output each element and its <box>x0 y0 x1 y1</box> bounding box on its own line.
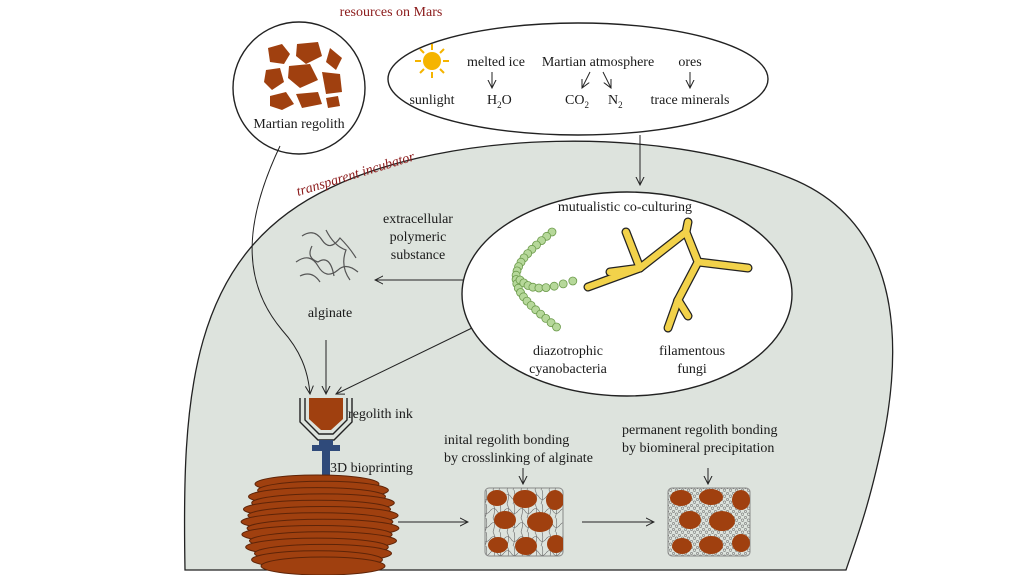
regolith-ink-label: regolith ink <box>348 407 413 422</box>
alginate-label: alginate <box>308 306 352 321</box>
eps-label-3: substance <box>391 248 445 263</box>
printed-structure <box>240 474 400 575</box>
diagram-title: resources on Mars <box>340 5 443 20</box>
resources-ellipse <box>387 22 769 136</box>
fungi-label-1: filamentous <box>659 344 725 359</box>
cyanobacteria-cell <box>549 281 559 291</box>
melted-ice-label: melted ice <box>467 55 525 70</box>
cyanobacteria-cell <box>541 283 551 293</box>
co2-label: CO2 <box>565 93 589 110</box>
cyanobacteria-cell <box>552 322 561 332</box>
trace-minerals-label: trace minerals <box>651 93 730 108</box>
regolith-label: Martian regolith <box>253 117 344 132</box>
cyanobacteria-label-2: cyanobacteria <box>529 362 608 377</box>
sunlight-label: sunlight <box>409 93 454 108</box>
regolith-grains <box>264 42 342 110</box>
initial-bonding-label-2: by crosslinking of alginate <box>444 451 593 466</box>
water-label: H2O <box>487 93 512 110</box>
print-layer <box>260 556 386 575</box>
flow-arrows <box>251 135 708 522</box>
martian-atmosphere-label: Martian atmosphere <box>542 55 654 70</box>
eps-label-1: extracellular <box>383 212 453 227</box>
coculture-ellipse <box>461 191 793 397</box>
n2-label: N2 <box>608 93 623 110</box>
permanent-bonding-label-2: by biomineral precipitation <box>622 441 774 456</box>
sun-icon <box>415 44 449 78</box>
cyanobacteria-cell <box>568 276 578 286</box>
cyanobacteria-chain <box>511 227 578 332</box>
coculture-title: mutualistic co-culturing <box>558 200 692 215</box>
ores-label: ores <box>678 55 701 70</box>
alginate-fibers-icon <box>295 229 359 283</box>
cyanobacteria-label-1: diazotrophic <box>533 344 603 359</box>
permanent-bonding-square <box>667 487 751 557</box>
permanent-bonding-label-1: permanent regolith bonding <box>622 423 778 438</box>
cyanobacteria-cell <box>558 279 568 289</box>
bioprinting-label: 3D bioprinting <box>330 461 413 476</box>
fungi-hyphae <box>583 217 753 333</box>
fungi-label-2: fungi <box>677 362 707 377</box>
eps-label-2: polymeric <box>390 230 447 245</box>
initial-bonding-square <box>484 487 564 557</box>
resource-arrows <box>492 71 690 88</box>
initial-bonding-label-1: inital regolith bonding <box>444 433 569 448</box>
printhead <box>299 398 353 475</box>
regolith-circle <box>232 21 366 155</box>
